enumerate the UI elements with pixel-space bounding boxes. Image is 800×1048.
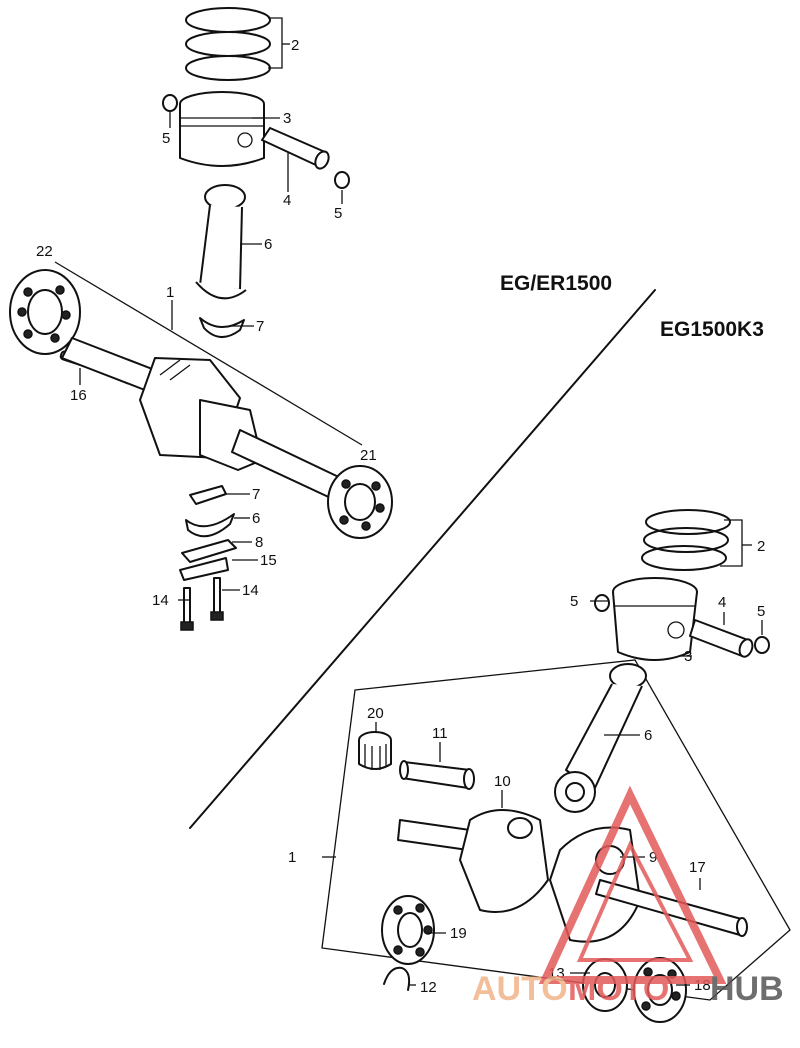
- upper-callout-15: 15: [260, 552, 277, 569]
- upper-clip-left: [162, 94, 178, 112]
- lower-callout-19: 19: [450, 925, 467, 942]
- lower-callout-5-right: 5: [757, 603, 765, 620]
- lower-piston: [612, 577, 698, 661]
- upper-group-line: [54, 261, 363, 446]
- upper-callout-22: 22: [36, 243, 53, 260]
- upper-main-bearing-left: [9, 269, 81, 355]
- upper-callout-1: 1: [166, 284, 174, 301]
- upper-callout-14-left: 14: [152, 592, 169, 609]
- lower-callout-2: 2: [757, 538, 765, 555]
- lower-callout-11: 11: [432, 725, 448, 742]
- upper-callout-14-right: 14: [242, 582, 259, 599]
- upper-callout-7: 7: [256, 318, 264, 335]
- upper-callout-5-left: 5: [162, 130, 170, 147]
- upper-callout-5-right: 5: [334, 205, 342, 222]
- lower-clip-left: [594, 594, 610, 612]
- lower-callout-3: 3: [684, 648, 692, 665]
- upper-leader-lines: [79, 112, 343, 601]
- upper-callout-8: 8: [255, 534, 263, 551]
- lower-piston-rings: [641, 509, 752, 571]
- upper-rod-cap: [185, 513, 235, 538]
- lower-callout-17: 17: [689, 859, 706, 876]
- upper-bearing-half: [199, 317, 245, 338]
- upper-assembly: 2 3 5 4 5 6 22 1 7 16 21 7 6 8 15 14 14: [9, 7, 393, 631]
- watermark-triangle-icon: [538, 785, 727, 984]
- upper-piston-pin: [261, 127, 330, 170]
- lower-connecting-rod: [554, 663, 647, 813]
- upper-clip-right: [334, 171, 350, 189]
- lower-key: [383, 966, 411, 991]
- upper-callout-4: 4: [283, 192, 291, 209]
- upper-callout-6: 6: [264, 236, 272, 253]
- lower-callout-20: 20: [367, 705, 384, 722]
- upper-callout-16: 16: [70, 387, 87, 404]
- upper-piston-rings: [185, 7, 290, 81]
- upper-piston: [179, 91, 265, 167]
- upper-callout-21: 21: [360, 447, 377, 464]
- upper-main-bearing-right: [327, 465, 393, 539]
- upper-bolt-left: [180, 587, 194, 631]
- watermark-text-left: AUTO: [472, 970, 568, 1008]
- lower-piston-pin: [689, 619, 754, 658]
- watermark-text-right: HUB: [710, 970, 784, 1008]
- upper-lock-plate: [181, 539, 237, 563]
- upper-crankshaft: [61, 337, 346, 501]
- lower-ball-bearing: [381, 895, 435, 965]
- lower-clip-right: [754, 636, 770, 654]
- watermark-triangle-inner-icon: [576, 840, 694, 962]
- watermark-text-middle: MOTO: [568, 970, 669, 1008]
- upper-connecting-rod: [195, 184, 247, 300]
- upper-bolt-right: [210, 577, 224, 621]
- lower-callout-12: 12: [420, 979, 437, 996]
- lower-crank-pin: [399, 760, 475, 790]
- lower-callout-5-left: 5: [570, 593, 578, 610]
- lower-callout-6: 6: [644, 727, 652, 744]
- upper-bearing-half-lower: [189, 485, 227, 505]
- upper-oil-dipper: [179, 557, 229, 581]
- model-label-upper: EG/ER1500: [500, 272, 612, 295]
- lower-callout-1: 1: [288, 849, 296, 866]
- lower-group-outline: [321, 659, 791, 1001]
- model-label-lower: EG1500K3: [660, 318, 764, 341]
- lower-callout-10: 10: [494, 773, 511, 790]
- watermark-logo: AUTO MOTO HUB: [472, 785, 784, 1008]
- upper-callout-7-lower: 7: [252, 486, 260, 503]
- upper-callout-2: 2: [291, 37, 299, 54]
- lower-needle-bearing: [358, 731, 392, 770]
- lower-leader-lines: [322, 600, 763, 986]
- lower-callout-4: 4: [718, 594, 726, 611]
- lower-crank-web-left: [397, 809, 549, 913]
- lower-callout-9: 9: [649, 849, 657, 866]
- lower-assembly: 2 5 4 5 3 20 11 6 10 1 9 17 19 13 18 12: [288, 509, 791, 1023]
- upper-callout-6-lower: 6: [252, 510, 260, 527]
- upper-callout-3: 3: [283, 110, 291, 127]
- model-divider-line: [189, 289, 656, 829]
